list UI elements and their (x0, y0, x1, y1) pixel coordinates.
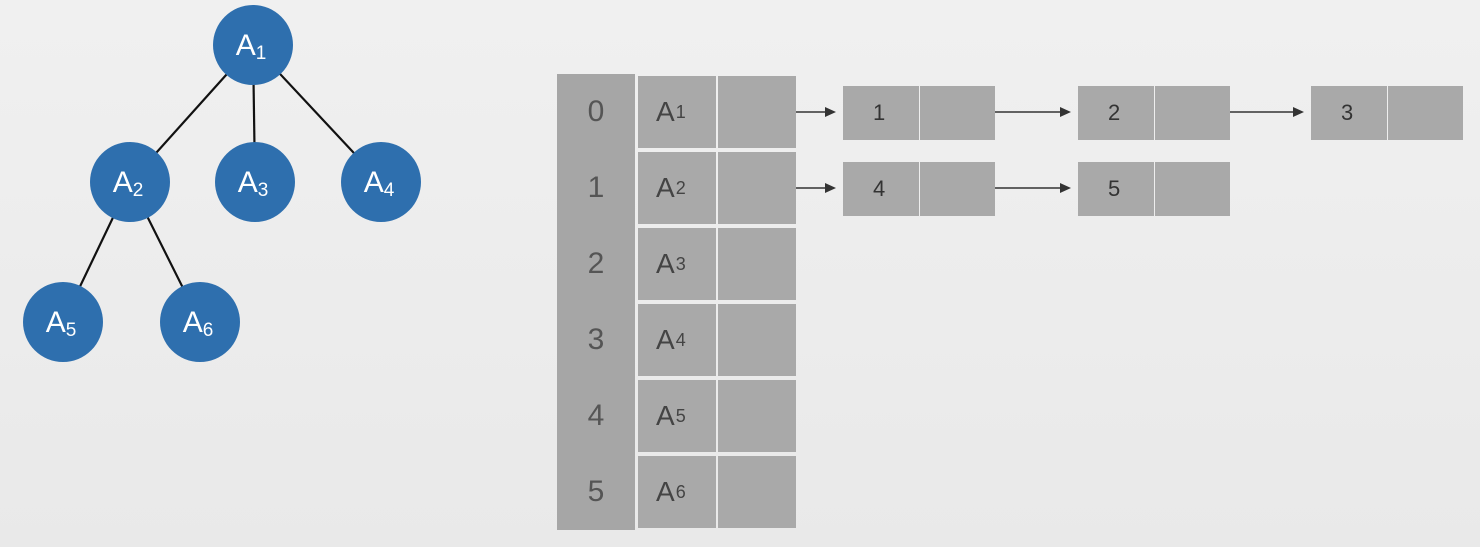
vertex-letter: A (656, 476, 675, 507)
next-arrow-1-0-head (1060, 183, 1071, 193)
row-index-4: 4 (557, 378, 635, 454)
vertex-subscript: 6 (675, 481, 686, 502)
vertex-subscript: 3 (675, 253, 686, 274)
vertex-subscript: 1 (675, 101, 686, 122)
row-index-0: 0 (557, 74, 635, 150)
row-pointer-2 (718, 228, 796, 300)
row-index-2: 2 (557, 226, 635, 302)
vertex-letter: A (656, 400, 675, 431)
tree-node-a1: A1 (213, 5, 293, 85)
row-pointer-5 (718, 456, 796, 528)
list-node-value: 5 (1108, 176, 1121, 201)
tree-node-circle (341, 142, 421, 222)
list-node-0-1: 2 (1078, 86, 1154, 140)
list-node-value: 3 (1341, 100, 1354, 125)
tree-node-label: A6 (183, 306, 214, 341)
tree-node-label: A4 (364, 166, 395, 201)
row-index-text: 1 (587, 171, 605, 204)
list-node-next-0-1 (1155, 86, 1230, 140)
list-node-value: 4 (873, 176, 886, 201)
list-node-next-1-1 (1155, 162, 1230, 216)
vertex-letter: A (656, 96, 675, 127)
list-node-1-0: 4 (843, 162, 919, 216)
next-arrow-0-1-head (1293, 107, 1304, 117)
row-index-text: 5 (587, 475, 605, 508)
tree-node-label: A2 (113, 166, 144, 201)
row-index-3: 3 (557, 302, 635, 378)
tree-node-a2: A2 (90, 142, 170, 222)
vertex-letter: A (656, 248, 675, 279)
list-node-next-0-2 (1388, 86, 1463, 140)
list-node-value: 1 (873, 100, 886, 125)
list-node-0-2: 3 (1311, 86, 1387, 140)
row-pointer-3 (718, 304, 796, 376)
row-index-1: 1 (557, 150, 635, 226)
row-index-5: 5 (557, 454, 635, 530)
tree-node-a5: A5 (23, 282, 103, 362)
list-node-0-0: 1 (843, 86, 919, 140)
tree-node-circle (23, 282, 103, 362)
row-index-text: 4 (587, 399, 605, 432)
tree-node-a3: A3 (215, 142, 295, 222)
tree-node-circle (160, 282, 240, 362)
pointer-arrow-0-0-head (825, 107, 836, 117)
row-index-text: 3 (587, 323, 605, 356)
tree-node-circle (215, 142, 295, 222)
tree-node-circle (90, 142, 170, 222)
next-arrow-0-0-head (1060, 107, 1071, 117)
tree-node-a4: A4 (341, 142, 421, 222)
list-node-value: 2 (1108, 100, 1121, 125)
tree-node-label: A1 (236, 29, 267, 64)
row-index-text: 0 (587, 95, 605, 128)
list-node-next-0-0 (920, 86, 995, 140)
row-index-text: 2 (587, 247, 605, 280)
tree-node-a6: A6 (160, 282, 240, 362)
vertex-subscript: 2 (675, 177, 686, 198)
vertex-letter: A (656, 172, 675, 203)
tree-node-label: A5 (46, 306, 77, 341)
tree-node-circle (213, 5, 293, 85)
vertex-letter: A (656, 324, 675, 355)
row-pointer-4 (718, 380, 796, 452)
list-node-1-1: 5 (1078, 162, 1154, 216)
tree-node-label: A3 (238, 166, 269, 201)
vertex-subscript: 5 (675, 405, 686, 426)
list-node-next-1-0 (920, 162, 995, 216)
row-pointer-0 (718, 76, 796, 148)
pointer-arrow-1-0-head (825, 183, 836, 193)
vertex-subscript: 4 (675, 329, 686, 350)
row-pointer-1 (718, 152, 796, 224)
